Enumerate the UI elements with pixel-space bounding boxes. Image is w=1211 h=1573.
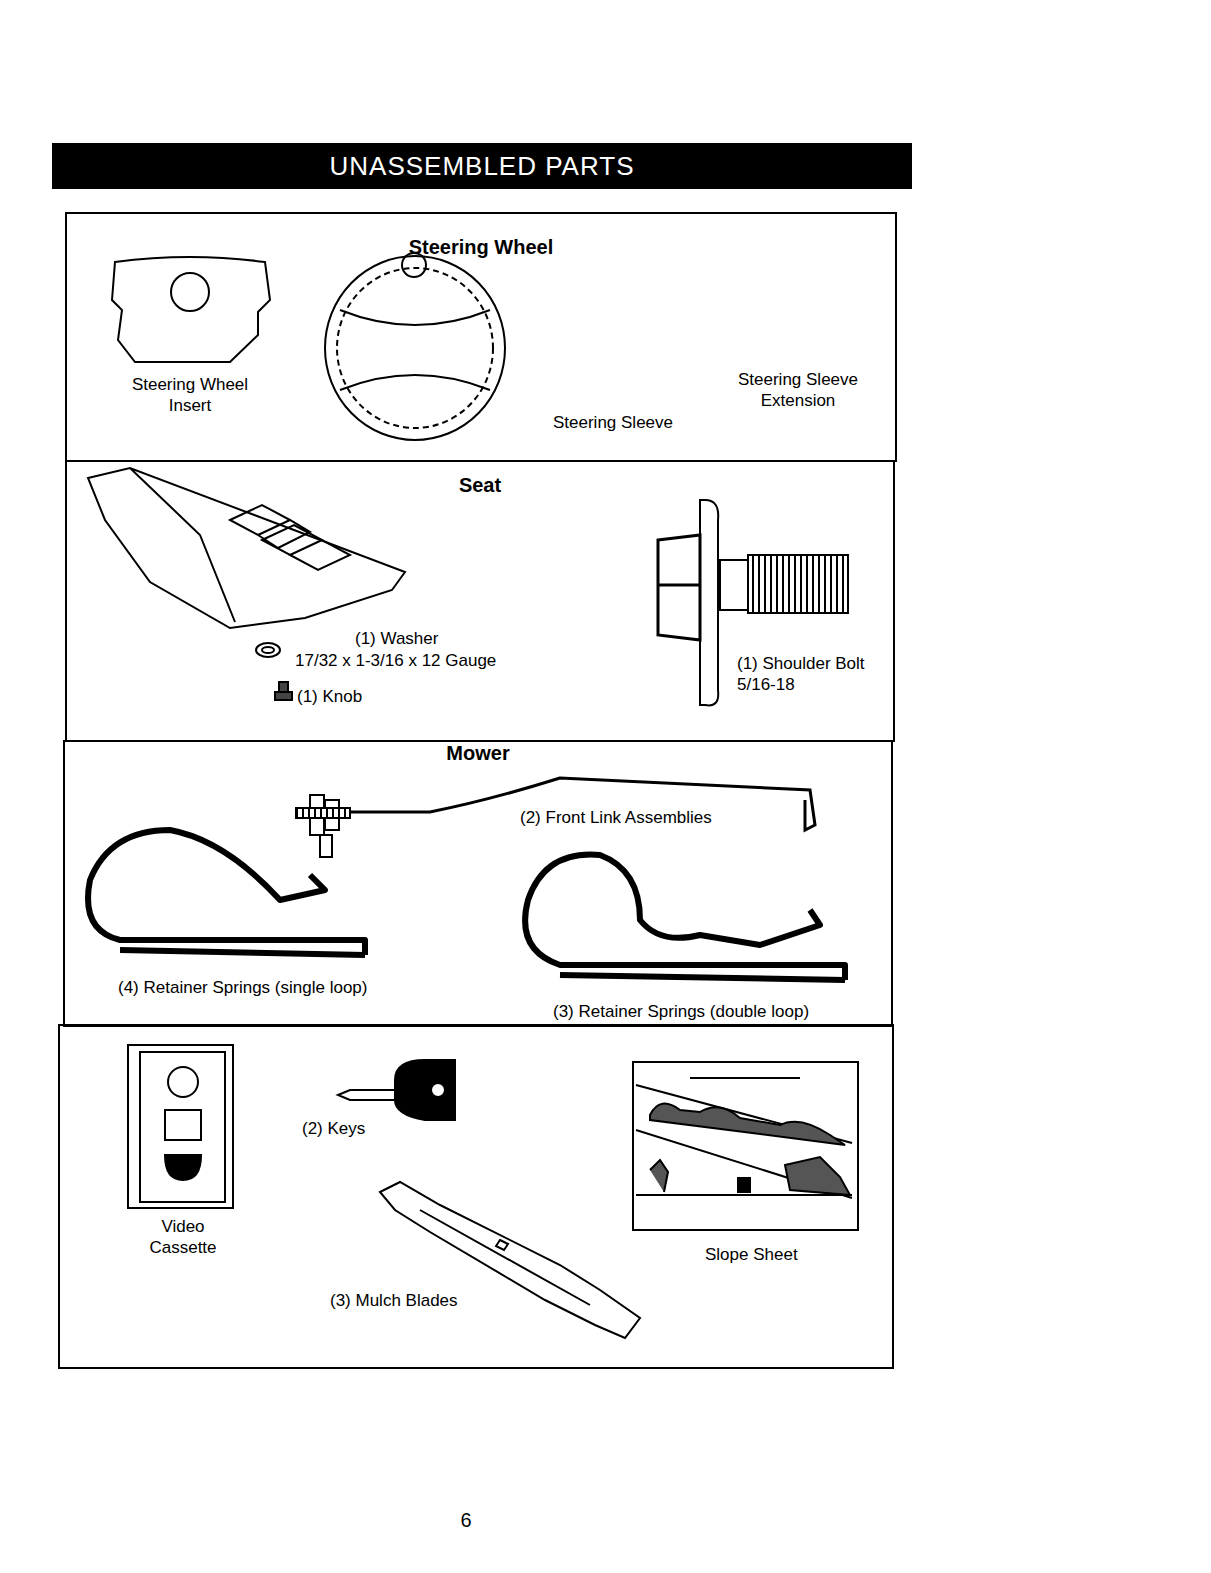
part-label: Steering Wheel Insert bbox=[120, 374, 260, 416]
insert-hole bbox=[171, 273, 209, 311]
bolt-thread bbox=[748, 555, 848, 613]
knob bbox=[275, 682, 292, 700]
bolt-flange bbox=[700, 500, 718, 705]
key-hole bbox=[433, 1085, 443, 1095]
part-label: (1) Knob bbox=[297, 686, 447, 707]
blade-detail bbox=[420, 1210, 590, 1305]
mulch-blade bbox=[380, 1182, 640, 1338]
part-label: (3) Mulch Blades bbox=[330, 1290, 510, 1311]
part-label: (2) Front Link Assemblies bbox=[520, 807, 780, 828]
slope-lines bbox=[636, 1085, 852, 1198]
wheel-spokes bbox=[340, 310, 490, 390]
key-blade bbox=[338, 1090, 395, 1100]
front-link bbox=[350, 778, 815, 830]
part-label: (1) Washer bbox=[355, 628, 555, 649]
section-box: Steering Wheel bbox=[65, 212, 897, 462]
slope-rule bbox=[690, 1077, 800, 1079]
retainer-spring-double bbox=[525, 855, 845, 980]
key-head bbox=[395, 1060, 455, 1120]
cassette-reel bbox=[168, 1067, 198, 1097]
seat bbox=[88, 468, 405, 628]
section-heading: Seat bbox=[67, 474, 893, 497]
video-cassette bbox=[128, 1045, 233, 1208]
bolt-head bbox=[658, 535, 700, 640]
part-label: Steering Sleeve Extension bbox=[718, 369, 878, 411]
link-thread bbox=[296, 808, 350, 818]
washer bbox=[256, 643, 280, 657]
slope-sheet bbox=[633, 1062, 858, 1230]
part-label: (1) Shoulder Bolt 5/16-18 bbox=[737, 653, 867, 695]
seat-pattern bbox=[230, 505, 350, 570]
retainer-spring-single bbox=[88, 830, 365, 955]
part-label: Slope Sheet bbox=[705, 1244, 835, 1265]
part-label: Steering Sleeve bbox=[533, 412, 693, 433]
cassette-reel bbox=[165, 1155, 201, 1180]
page-title: UNASSEMBLED PARTS bbox=[52, 143, 912, 189]
wheel-grip bbox=[337, 268, 493, 428]
section-heading: Steering Wheel bbox=[67, 236, 895, 259]
part-label: (2) Keys bbox=[302, 1118, 402, 1139]
link-clevis bbox=[320, 835, 332, 857]
bolt-shoulder bbox=[720, 560, 748, 610]
part-label: Video Cassette bbox=[133, 1216, 233, 1258]
slope-figures bbox=[650, 1157, 850, 1195]
page-number: 6 bbox=[456, 1510, 476, 1531]
cassette-window bbox=[165, 1110, 201, 1140]
cassette-label bbox=[140, 1052, 225, 1202]
part-label: 17/32 x 1-3/16 x 12 Gauge bbox=[295, 650, 595, 671]
slope-trees bbox=[650, 1104, 845, 1145]
steering-wheel bbox=[325, 256, 505, 440]
section-box: Seat bbox=[65, 460, 895, 742]
parts-box bbox=[59, 1025, 893, 1368]
section-heading: Mower bbox=[65, 742, 891, 765]
slope-marker bbox=[738, 1178, 750, 1192]
washer-hole bbox=[262, 647, 274, 653]
wheel-insert bbox=[112, 257, 270, 362]
part-label: (3) Retainer Springs (double loop) bbox=[553, 1001, 893, 1022]
part-label: (4) Retainer Springs (single loop) bbox=[118, 977, 458, 998]
